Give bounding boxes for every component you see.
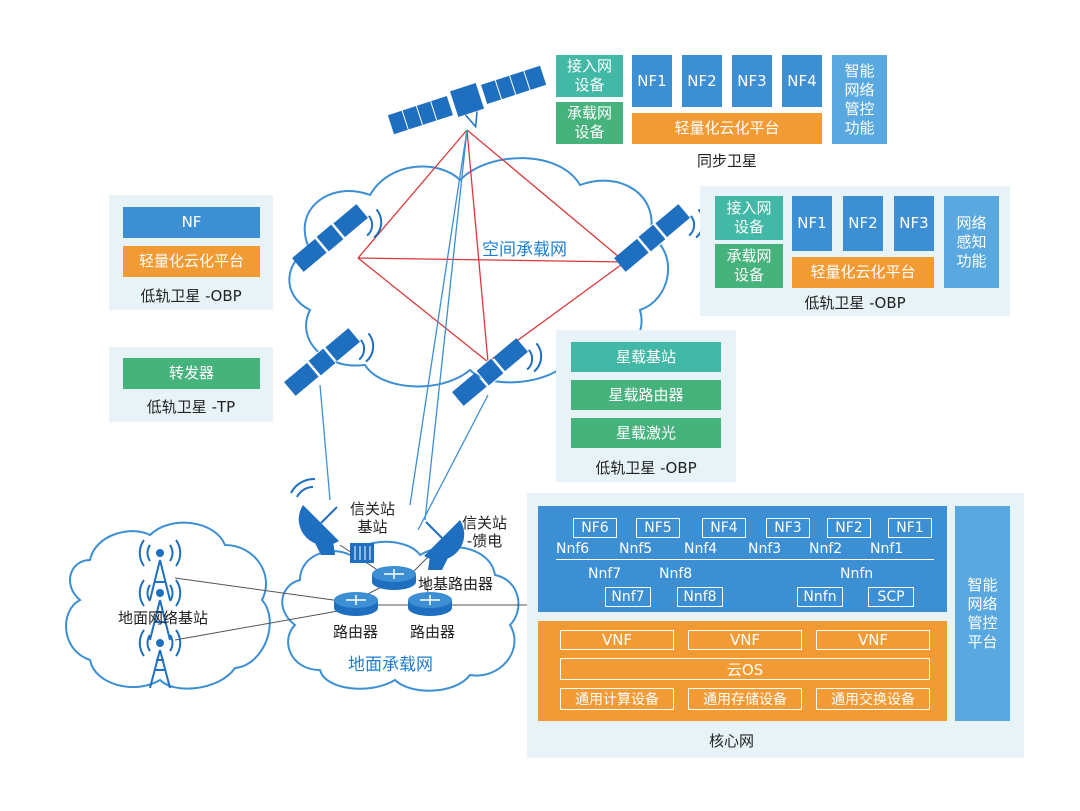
space-cloud xyxy=(288,157,669,388)
leo-tp-caption: 低轨卫星 -TP xyxy=(146,398,236,416)
core-nnf5: Nnf5 xyxy=(619,541,653,557)
core-vnf-2: VNF xyxy=(688,630,802,650)
geo-nf2: NF2 xyxy=(682,55,722,107)
leo-right-nf1: NF1 xyxy=(792,196,832,251)
ground-router-label: 地基路由器 xyxy=(418,575,494,593)
ground-net-cloud xyxy=(281,540,520,692)
ground-bs-cloud xyxy=(65,521,271,690)
core-hw-compute: 通用计算设备 xyxy=(560,688,674,710)
geo-caption: 同步卫星 xyxy=(696,152,757,170)
core-nnf2: Nnf2 xyxy=(809,541,843,557)
core-vnf-3: VNF xyxy=(816,630,930,650)
core-caption: 核心网 xyxy=(708,732,754,750)
gateway-bs-label: 信关站 基站 xyxy=(350,500,396,536)
server-rack-icon xyxy=(350,543,374,563)
core-nnf7-label: Nnf7 xyxy=(588,566,622,582)
core-nfv-block xyxy=(538,621,947,721)
satellite-dish-icon xyxy=(290,477,339,555)
cell-tower-icon xyxy=(138,579,182,641)
geo-nf3: NF3 xyxy=(732,55,772,107)
leo-satellite-icon xyxy=(614,204,705,272)
ground-net-label: 地面承载网 xyxy=(348,655,433,675)
core-nnf7: Nnf7 xyxy=(605,587,651,607)
leo-mid-laser: 星载激光 xyxy=(571,418,721,448)
router2-label: 路由器 xyxy=(410,623,456,641)
router-icon xyxy=(334,592,378,616)
core-hw-switch: 通用交换设备 xyxy=(816,688,930,710)
leo-mid-router: 星载路由器 xyxy=(571,380,721,410)
core-cloud-os: 云OS xyxy=(560,658,930,680)
sba-bus-line xyxy=(556,559,934,560)
core-nnf8-label: Nnf8 xyxy=(659,566,693,582)
leo-satellite-icon xyxy=(292,204,383,272)
geo-bearer-device: 承载网 设备 xyxy=(556,102,623,144)
core-nf6: NF6 xyxy=(573,518,617,538)
leo-left-platform: 轻量化云化平台 xyxy=(123,246,260,277)
leo-right-access: 接入网 设备 xyxy=(715,196,783,240)
ground-router-icon xyxy=(372,566,416,590)
leo-satellite-icon xyxy=(284,328,375,396)
geo-nf4: NF4 xyxy=(782,55,822,107)
leo-right-platform: 轻量化云化平台 xyxy=(792,257,934,288)
leo-left-caption: 低轨卫星 -OBP xyxy=(140,287,242,305)
core-mgmt-platform: 智能 网络 管控 平台 xyxy=(955,506,1010,721)
core-nnfn-label: Nnfn xyxy=(840,566,874,582)
leo-tp-transponder: 转发器 xyxy=(123,358,260,389)
leo-right-nf3: NF3 xyxy=(894,196,934,251)
router1-label: 路由器 xyxy=(333,623,379,641)
leo-mid-bs: 星载基站 xyxy=(571,342,721,372)
core-nf1: NF1 xyxy=(888,518,932,538)
satellite-dish-icon xyxy=(424,520,465,570)
leo-right-bearer: 承载网 设备 xyxy=(715,244,783,288)
core-nnf8: Nnf8 xyxy=(677,587,723,607)
leo-right-sense: 网络 感知 功能 xyxy=(944,196,999,288)
leo-satellite-icon xyxy=(452,338,543,406)
space-net-label: 空间承载网 xyxy=(482,240,567,260)
geo-platform: 轻量化云化平台 xyxy=(632,113,822,144)
core-nnf6: Nnf6 xyxy=(556,541,590,557)
router-icon xyxy=(408,592,452,616)
geo-mgmt: 智能 网络 管控 功能 xyxy=(832,55,887,144)
cell-tower-icon xyxy=(138,539,182,601)
geo-nf1: NF1 xyxy=(632,55,672,107)
geo-access-device: 接入网 设备 xyxy=(556,55,623,97)
core-nf4: NF4 xyxy=(702,518,746,538)
leo-mid-caption: 低轨卫星 -OBP xyxy=(595,459,697,477)
cell-tower-icon xyxy=(138,629,182,689)
core-nnf1: Nnf1 xyxy=(870,541,904,557)
leo-left-nf: NF xyxy=(123,207,260,238)
core-nf3: NF3 xyxy=(766,518,810,538)
gateway-feed-label: 信关站 -馈电 xyxy=(462,514,508,550)
core-nnf3: Nnf3 xyxy=(748,541,782,557)
geo-satellite-icon xyxy=(387,65,547,135)
core-nnf4: Nnf4 xyxy=(684,541,718,557)
core-nf2: NF2 xyxy=(827,518,871,538)
core-vnf-1: VNF xyxy=(560,630,674,650)
leo-right-nf2: NF2 xyxy=(843,196,883,251)
ground-bs-label: 地面网络基站 xyxy=(118,609,209,627)
core-scp: SCP xyxy=(868,587,914,607)
core-hw-storage: 通用存储设备 xyxy=(688,688,802,710)
leo-right-caption: 低轨卫星 -OBP xyxy=(804,294,906,312)
core-nnfn: Nnfn xyxy=(797,587,843,607)
core-nf5: NF5 xyxy=(636,518,680,538)
